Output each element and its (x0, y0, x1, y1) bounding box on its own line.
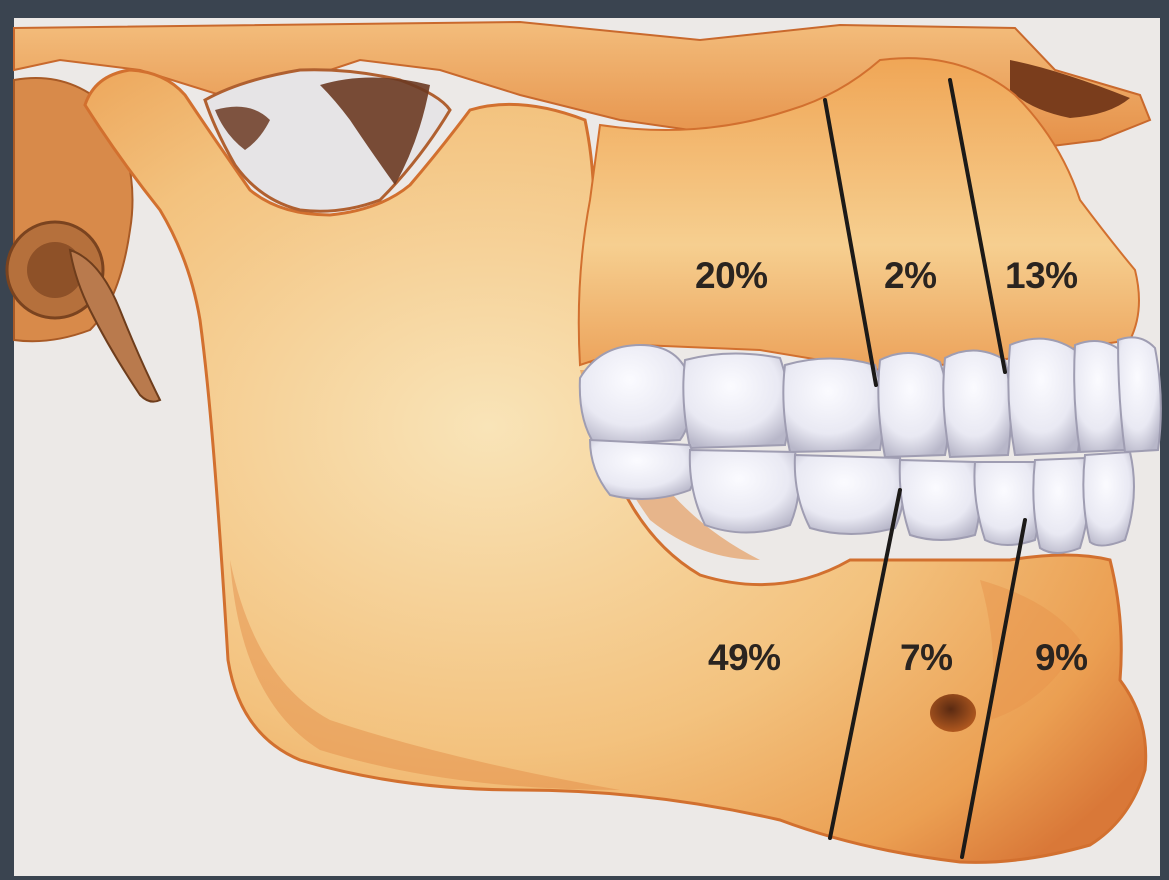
mental-foramen (930, 694, 976, 732)
label-mandible-anterior: 9% (1035, 637, 1087, 678)
label-maxilla-anterior: 13% (1005, 255, 1078, 296)
label-mandible-posterior: 49% (708, 637, 781, 678)
label-maxilla-posterior: 20% (695, 255, 768, 296)
label-maxilla-middle: 2% (884, 255, 936, 296)
label-mandible-middle: 7% (900, 637, 952, 678)
